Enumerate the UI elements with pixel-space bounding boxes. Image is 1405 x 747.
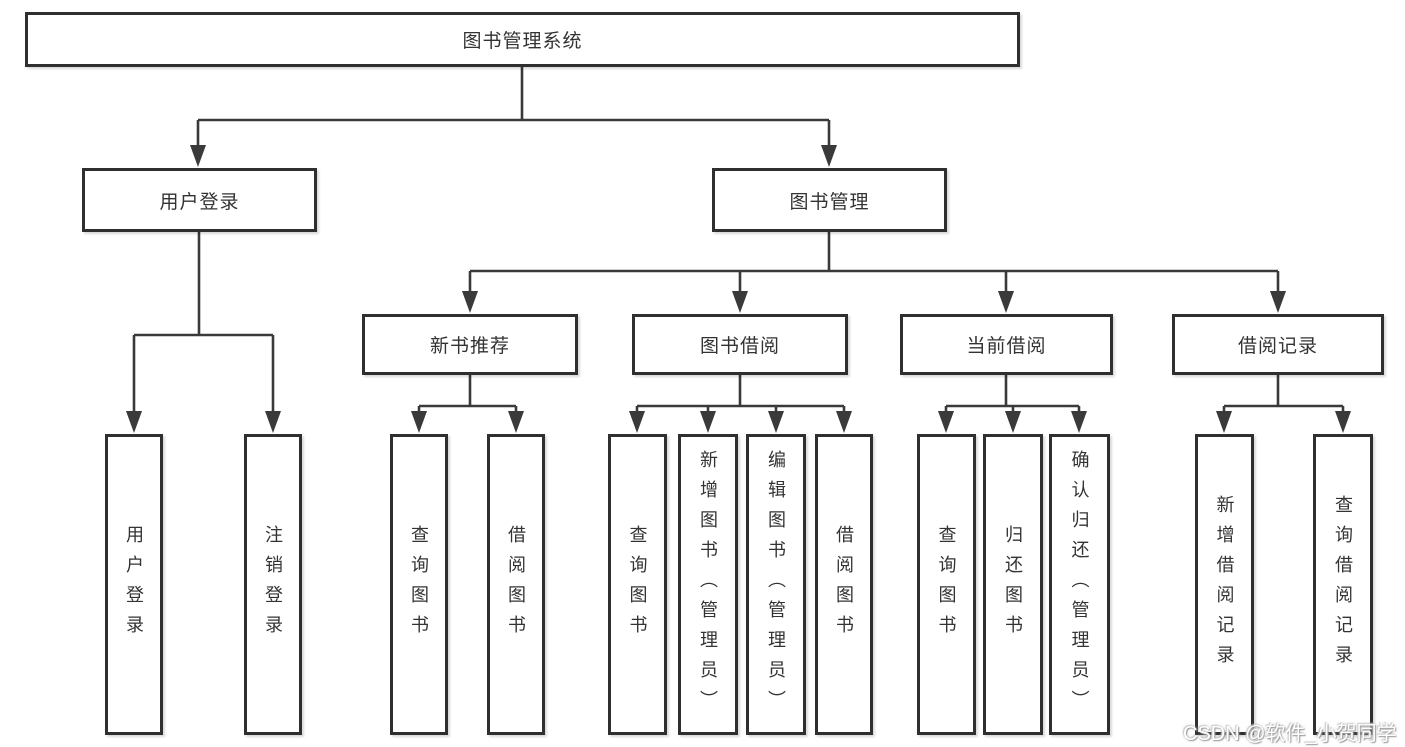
node-new-book-recommendation-label: 新书推荐 (429, 336, 510, 357)
node-current-borrowing-label: 当前借阅 (966, 336, 1047, 357)
leaf-borrow-books-borrowing-label: 借阅图书 (834, 524, 854, 645)
leaf-query-books-current-label: 查询图书 (936, 524, 957, 645)
leaf-confirm-return-admin-label: 确认归还（管理员） (1069, 449, 1090, 720)
leaf-user-login-label: 用户登录 (124, 524, 144, 645)
leaf-borrow-books-recommend-label: 借阅图书 (506, 524, 526, 645)
node-book-borrowing-label: 图书借阅 (699, 336, 780, 357)
leaf-logout-label: 注销登录 (263, 524, 283, 645)
leaf-confirm-return-admin: 确认归还（管理员） (1049, 434, 1110, 735)
leaf-return-books: 归还图书 (983, 434, 1043, 735)
leaf-query-borrow-record: 查询借阅记录 (1313, 434, 1373, 735)
watermark: CSDN @软件_小贺同学 (1183, 723, 1397, 745)
leaf-add-borrow-record: 新增借阅记录 (1195, 434, 1254, 735)
node-book-borrowing: 图书借阅 (632, 314, 848, 375)
leaf-query-books-recommend: 查询图书 (390, 434, 448, 735)
node-current-borrowing: 当前借阅 (900, 314, 1113, 375)
leaf-borrow-books-recommend: 借阅图书 (487, 434, 545, 735)
node-borrowing-records-label: 借阅记录 (1237, 336, 1318, 357)
leaf-add-books-admin: 新增图书（管理员） (678, 434, 738, 735)
leaf-user-login: 用户登录 (105, 434, 163, 735)
leaf-add-books-admin-label: 新增图书（管理员） (698, 449, 718, 720)
leaf-edit-books-admin-label: 编辑图书（管理员） (766, 449, 786, 720)
leaf-return-books-label: 归还图书 (1003, 524, 1023, 645)
leaf-logout: 注销登录 (244, 434, 302, 735)
leaf-query-books-current: 查询图书 (917, 434, 976, 735)
node-user-login: 用户登录 (82, 168, 317, 232)
leaf-add-borrow-record-label: 新增借阅记录 (1214, 494, 1235, 675)
node-book-management: 图书管理 (712, 168, 947, 232)
node-user-login-label: 用户登录 (159, 191, 240, 213)
leaf-borrow-books-borrowing: 借阅图书 (815, 434, 873, 735)
leaf-edit-books-admin: 编辑图书（管理员） (746, 434, 806, 735)
node-root: 图书管理系统 (25, 12, 1020, 67)
node-book-management-label: 图书管理 (789, 191, 870, 213)
node-borrowing-records: 借阅记录 (1172, 314, 1384, 375)
leaf-query-books-recommend-label: 查询图书 (409, 524, 429, 645)
node-new-book-recommendation: 新书推荐 (362, 314, 578, 375)
leaf-query-books-borrowing-label: 查询图书 (627, 524, 648, 645)
leaf-query-books-borrowing: 查询图书 (608, 434, 667, 735)
leaf-query-borrow-record-label: 查询借阅记录 (1333, 494, 1353, 675)
node-root-label: 图书管理系统 (462, 31, 583, 52)
